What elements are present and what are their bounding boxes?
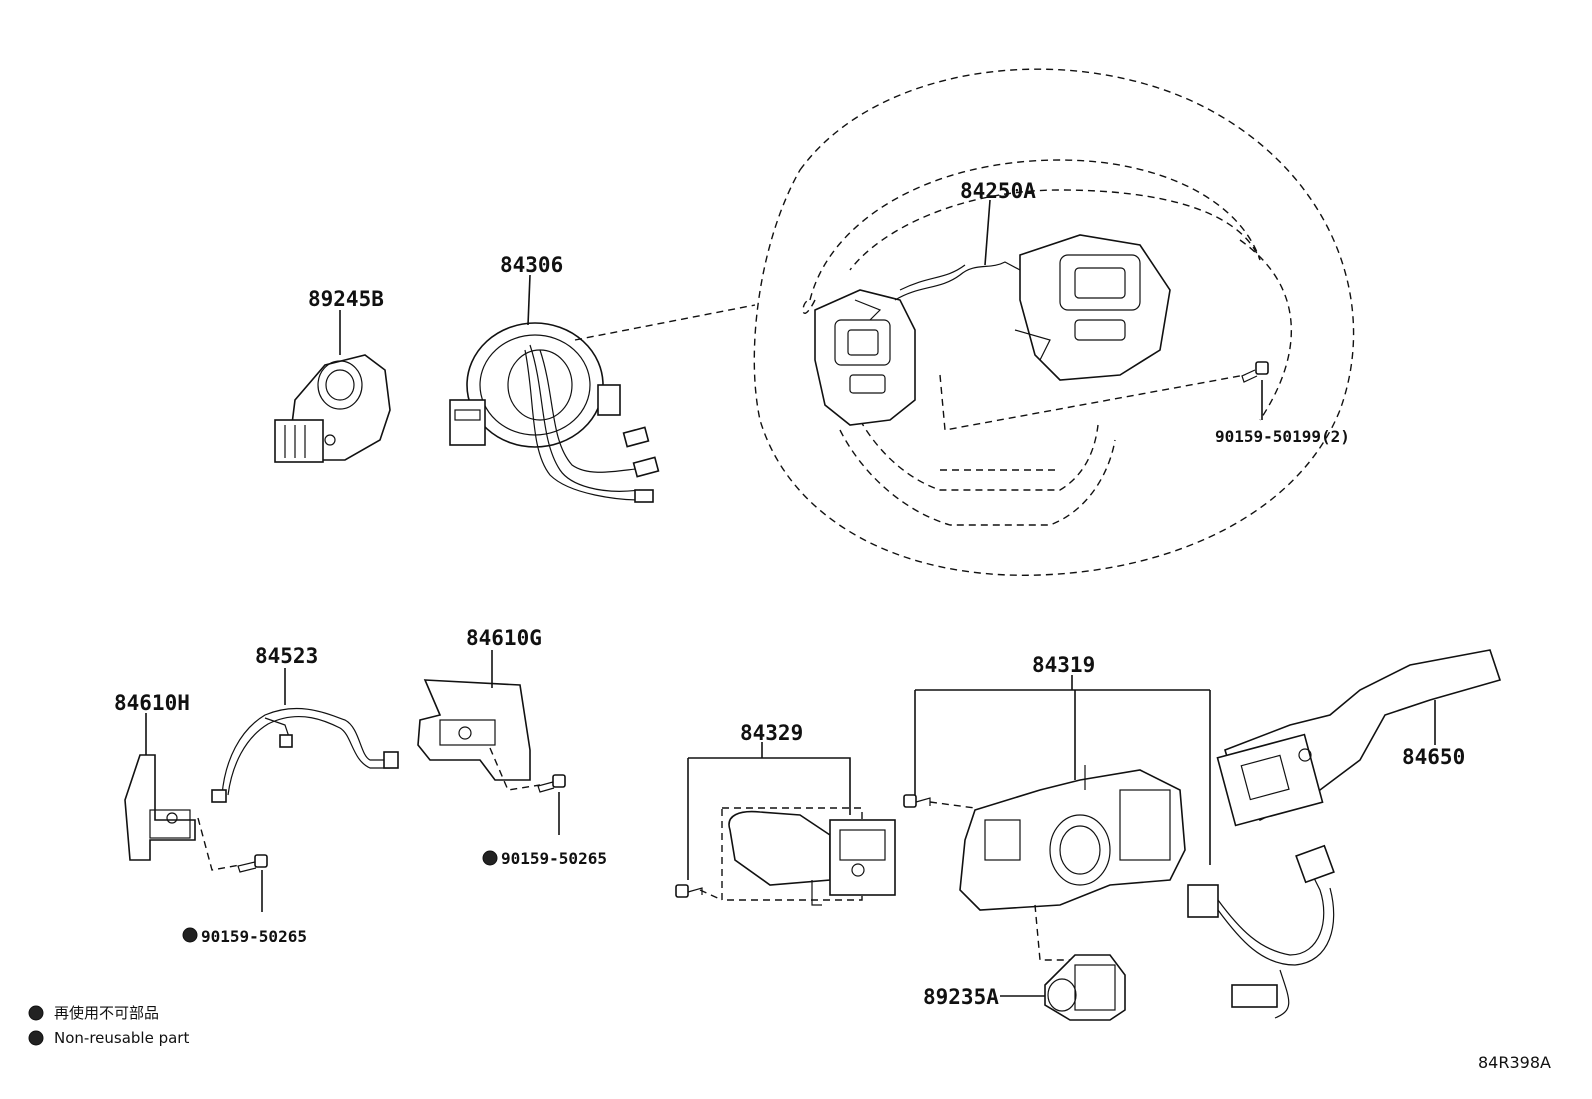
label-90159-50265-right: 90159-50265: [501, 849, 607, 868]
label-89235A: 89235A: [923, 985, 999, 1009]
screw-90159-50199: [1241, 361, 1269, 420]
sensor-89235A: [1000, 954, 1126, 1021]
label-84650: 84650: [1402, 745, 1465, 769]
screw-90159-50265-right: [482, 774, 566, 866]
label-84523: 84523: [255, 644, 318, 668]
label-84610G: 84610G: [466, 626, 542, 650]
label-84250A: 84250A: [960, 179, 1036, 203]
left-steering-switch: [814, 289, 916, 426]
figure-reference: 84R398A: [1478, 1053, 1551, 1072]
spiral-cable-84306: [449, 274, 756, 503]
label-84306: 84306: [500, 253, 563, 277]
right-steering-switch: [1014, 234, 1171, 381]
switch-body-84319: [903, 675, 1335, 1019]
legend-en: Non-reusable part: [54, 1029, 189, 1047]
legend: 再使用不可部品 Non-reusable part: [28, 1004, 189, 1047]
steering-wheel-assembly: [753, 68, 1355, 576]
steering-angle-sensor-89245B: [274, 310, 391, 463]
label-84319: 84319: [1032, 653, 1095, 677]
bracket-84610G: [417, 650, 541, 791]
label-90159-50265-left: 90159-50265: [201, 927, 307, 946]
bracket-84610H: [124, 713, 241, 871]
wire-harness-84523: [211, 668, 399, 803]
label-84610H: 84610H: [114, 691, 190, 715]
wiper-switch-84650: [1216, 649, 1502, 827]
label-89245B: 89245B: [308, 287, 384, 311]
legend-dot-en: [28, 1030, 44, 1046]
label-90159-50199: 90159-50199(2): [1215, 427, 1350, 446]
legend-jp: 再使用不可部品: [54, 1004, 159, 1022]
switch-84329: [675, 742, 896, 906]
legend-dot-jp: [28, 1005, 44, 1021]
screw-90159-50265-left: [182, 854, 268, 943]
label-84329: 84329: [740, 721, 803, 745]
